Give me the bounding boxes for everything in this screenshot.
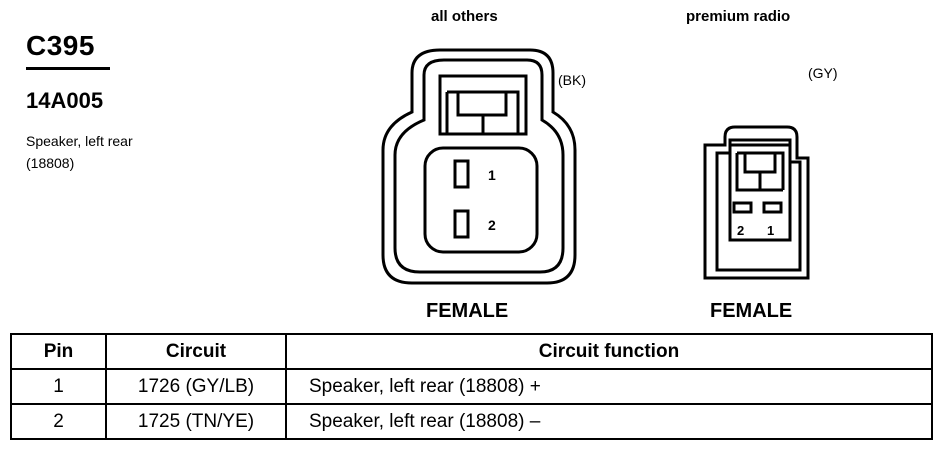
component-description: Speaker, left rear [26, 133, 133, 149]
connector-id-underline [26, 67, 110, 70]
table-row: 1 1726 (GY/LB) Speaker, left rear (18808… [10, 368, 933, 405]
gender-label-all-others: FEMALE [426, 300, 509, 322]
pin-slot-1 [762, 201, 783, 214]
pin-slot-1 [453, 159, 470, 189]
pin-number-label: 1 [488, 167, 496, 183]
connector-face-premium-radio [703, 125, 810, 280]
pin-slot-2 [453, 209, 470, 239]
pin-number-label: 2 [488, 217, 496, 233]
cell-circuit-function: Speaker, left rear (18808) + [285, 368, 933, 405]
variant-label-premium-radio: premium radio [686, 8, 791, 25]
connector-id: C395 [26, 30, 95, 61]
pin-number-label: 1 [767, 223, 774, 238]
color-code-premium-radio: (GY) [808, 65, 838, 81]
pin-slot-2 [732, 201, 753, 214]
pinout-table: Pin Circuit Circuit function 1 1726 (GY/… [10, 333, 933, 440]
base-part-number: (18808) [26, 155, 75, 171]
cell-circuit-function: Speaker, left rear (18808) – [285, 403, 933, 440]
part-number: 14A005 [26, 88, 104, 113]
pin-number-label: 2 [737, 223, 744, 238]
column-header-circuit-function: Circuit function [285, 333, 933, 370]
cell-circuit: 1726 (GY/LB) [105, 368, 287, 405]
variant-label-all-others: all others [431, 8, 498, 25]
table-row: 2 1725 (TN/YE) Speaker, left rear (18808… [10, 403, 933, 440]
cell-pin: 1 [10, 368, 107, 405]
column-header-pin: Pin [10, 333, 107, 370]
table-header-row: Pin Circuit Circuit function [10, 333, 933, 370]
cell-pin: 2 [10, 403, 107, 440]
column-header-circuit: Circuit [105, 333, 287, 370]
gender-label-premium-radio: FEMALE [710, 300, 793, 322]
color-code-all-others: (BK) [558, 72, 586, 88]
cell-circuit: 1725 (TN/YE) [105, 403, 287, 440]
connector-face-all-others [381, 48, 577, 285]
connector-diagrams: 1 2 2 1 [381, 48, 810, 285]
